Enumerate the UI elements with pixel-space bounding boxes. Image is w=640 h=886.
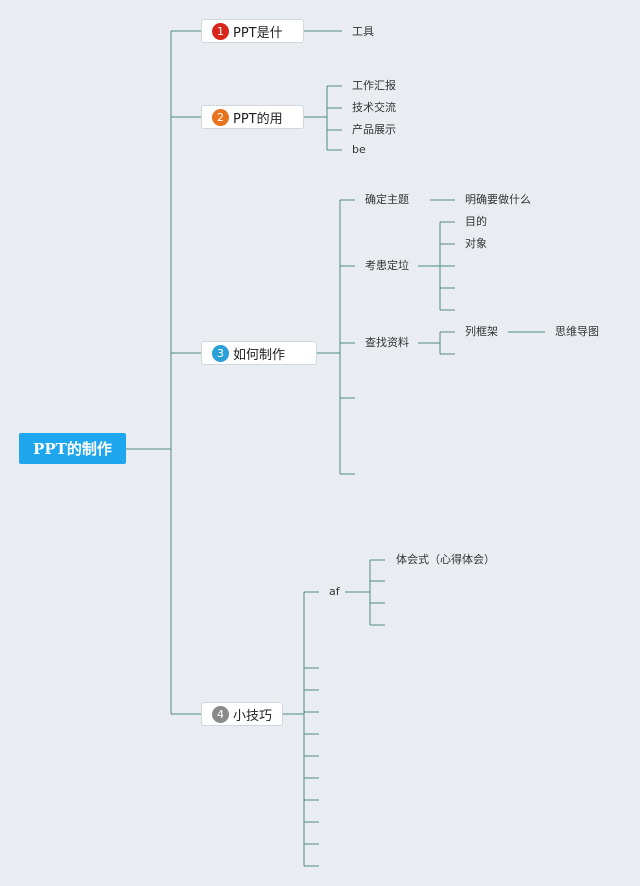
node-consider[interactable]: 考患定垃 — [365, 259, 409, 272]
branch-ppt-usage[interactable]: 2 PPT的用 — [201, 105, 304, 129]
root-node[interactable]: PPT的制作 — [19, 433, 126, 464]
branch-tips[interactable]: 4 小技巧 — [201, 702, 283, 726]
node-tool[interactable]: 工具 — [352, 25, 374, 38]
branch-number-badge: 2 — [212, 108, 229, 126]
node-tech-exchange[interactable]: 技术交流 — [352, 101, 396, 114]
branch-what-is-ppt[interactable]: 1 PPT是什 — [201, 19, 304, 43]
node-work-report[interactable]: 工作汇报 — [352, 79, 396, 92]
node-research[interactable]: 查找资料 — [365, 336, 409, 349]
node-mind-map[interactable]: 思维导图 — [555, 325, 599, 338]
branch-number-badge: 1 — [212, 22, 229, 40]
branch-how-to-make[interactable]: 3 如何制作 — [201, 341, 317, 365]
node-outline[interactable]: 列框架 — [465, 325, 498, 338]
branch-number-badge: 3 — [212, 344, 229, 362]
node-audience[interactable]: 对象 — [465, 237, 487, 250]
node-define-topic[interactable]: 确定主题 — [365, 193, 409, 206]
node-purpose[interactable]: 目的 — [465, 215, 487, 228]
node-be[interactable]: be — [352, 143, 366, 156]
node-af[interactable]: af — [329, 585, 340, 598]
branch-number-badge: 4 — [212, 705, 229, 723]
branch-label: 小技巧 — [233, 708, 273, 724]
branch-label: 如何制作 — [233, 347, 286, 363]
node-experience-style[interactable]: 体会式（心得体会） — [396, 553, 495, 566]
branch-label: PPT的用 — [233, 111, 283, 127]
node-product-show[interactable]: 产品展示 — [352, 123, 396, 136]
branch-label: PPT是什 — [233, 25, 283, 41]
node-clarify-goal[interactable]: 明确要做什么 — [465, 193, 531, 206]
